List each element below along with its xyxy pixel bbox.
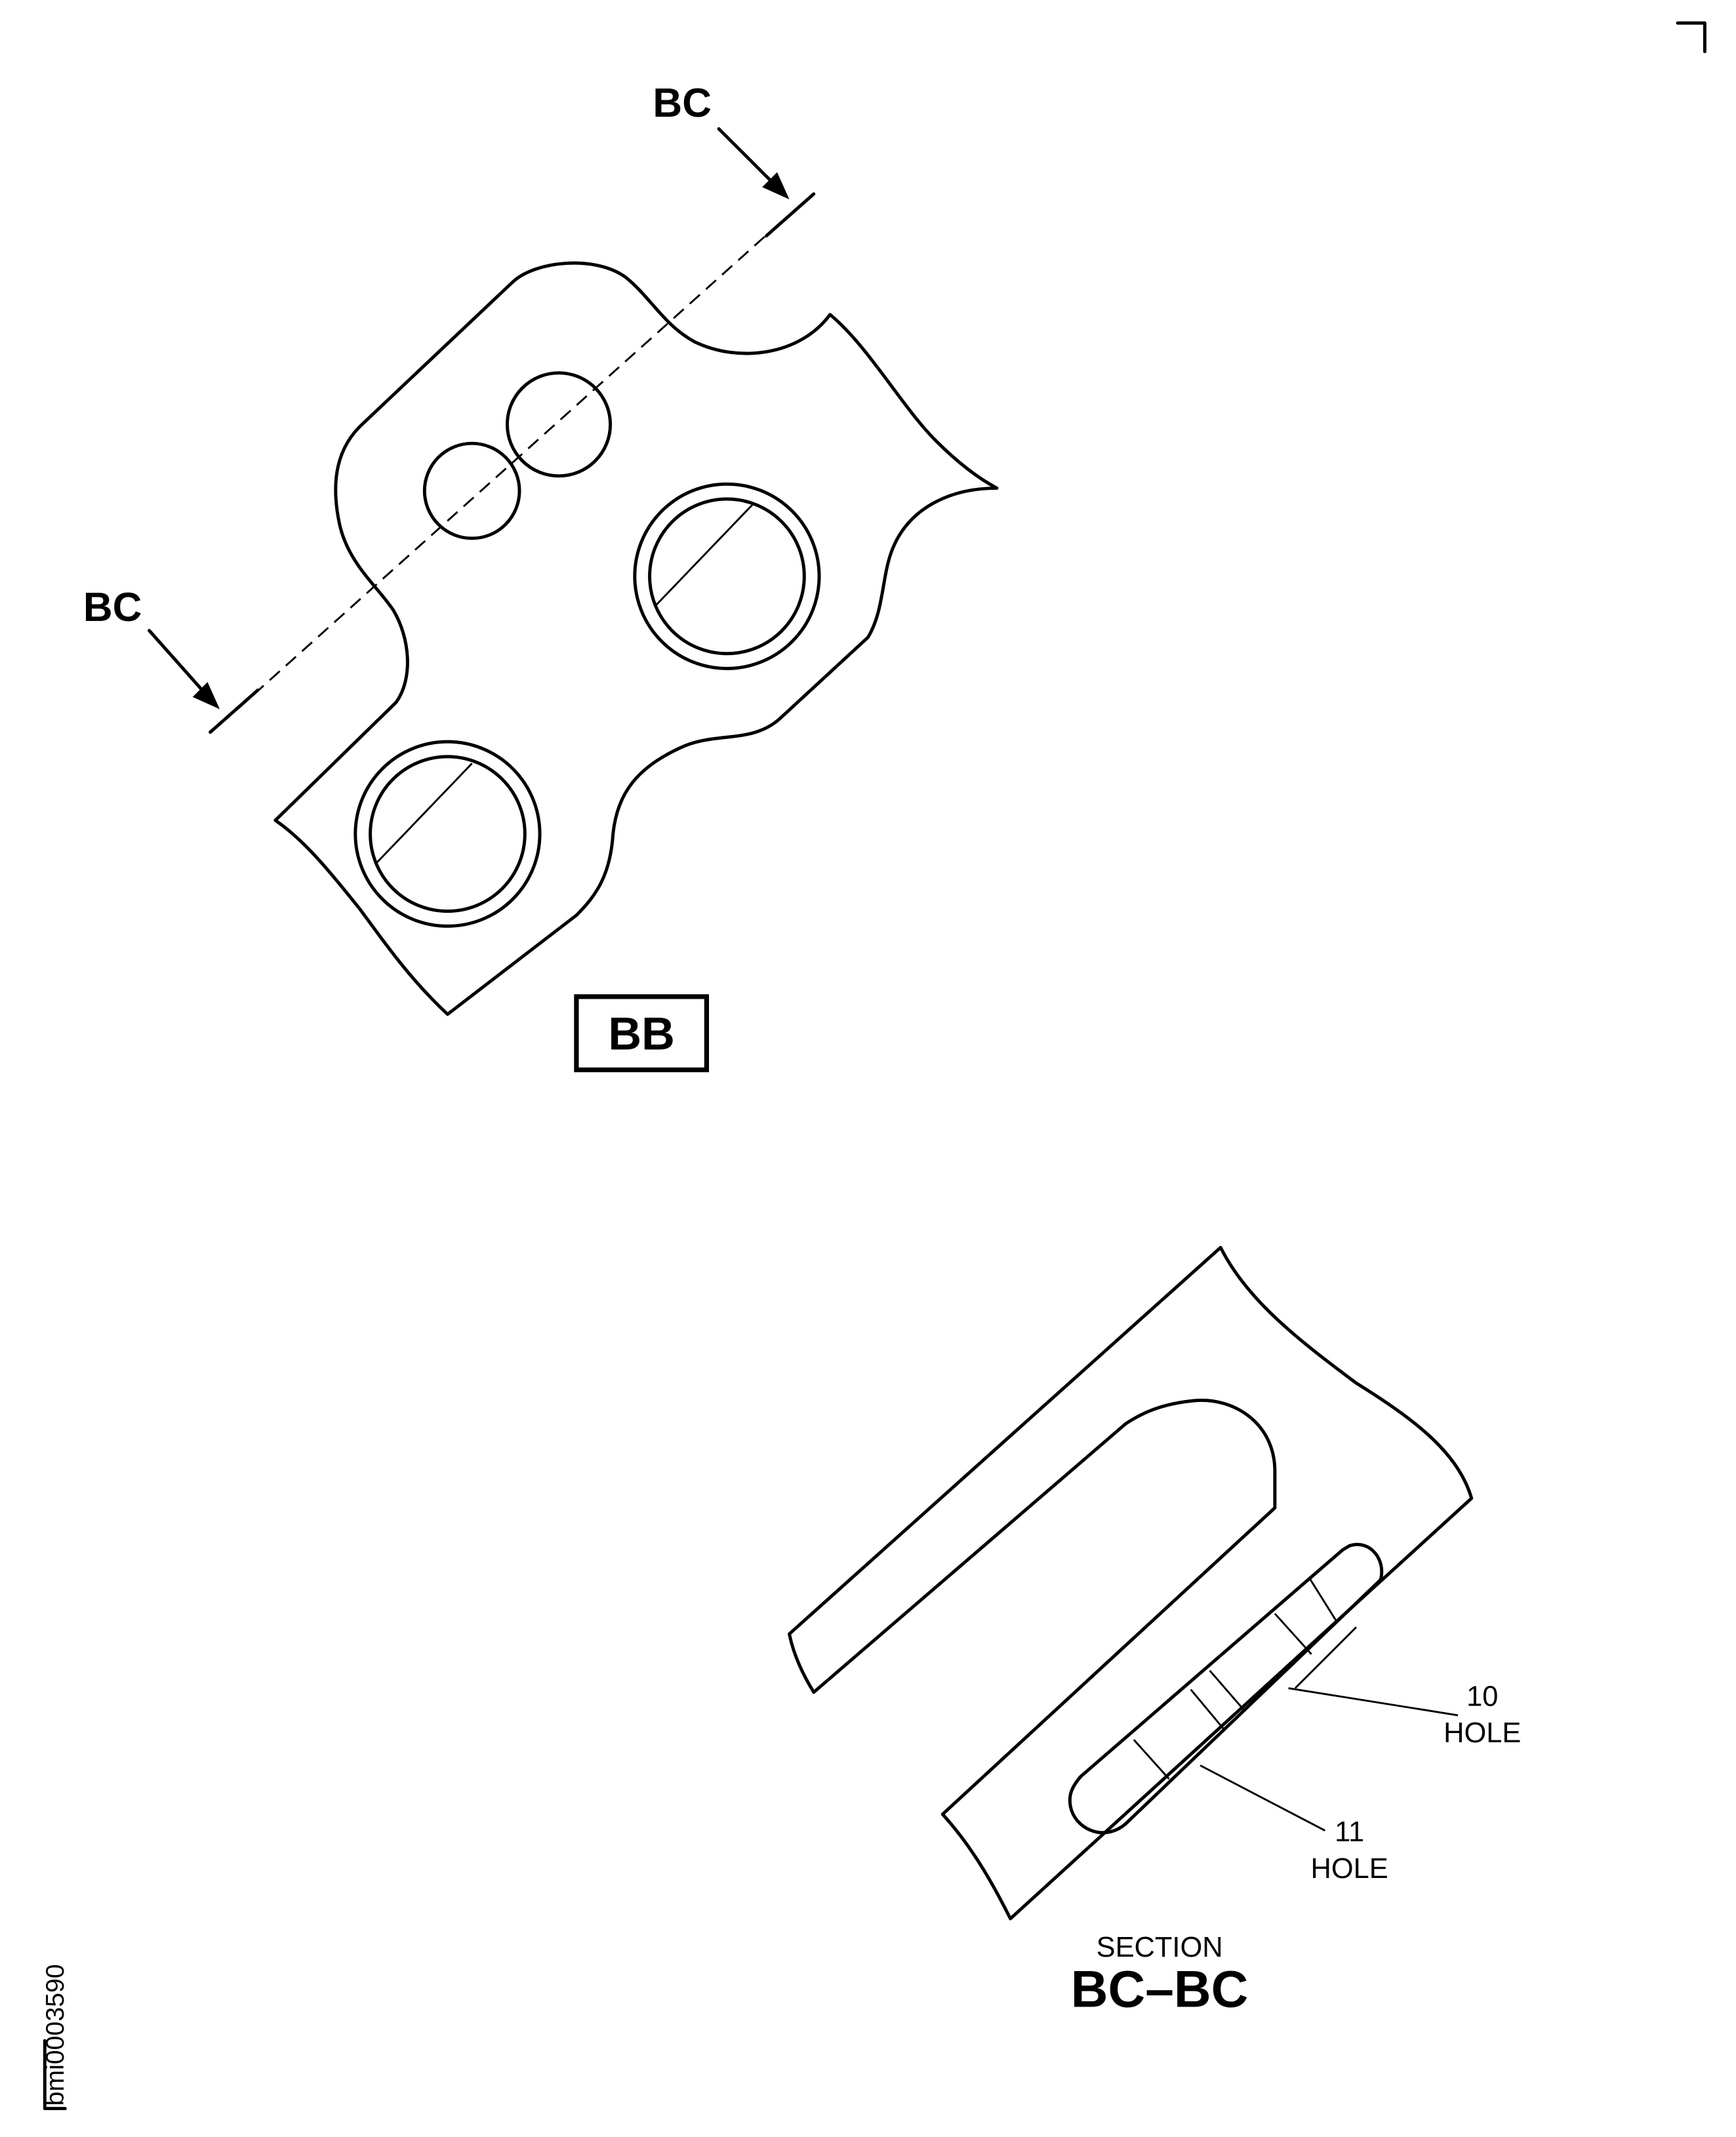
- view-label-box: [574, 994, 710, 1073]
- callout-10-number: 10: [1466, 1681, 1498, 1712]
- view-label: BB: [608, 1008, 675, 1060]
- bushing-lower: [353, 740, 542, 928]
- section-caption-large: BC–BC: [1071, 1960, 1249, 2018]
- section-cut-line: [236, 216, 788, 710]
- small-hole-left: [422, 441, 521, 540]
- section-marker-bottom: BC: [83, 585, 142, 630]
- arrow-top: [717, 127, 790, 199]
- part-outline: [273, 261, 999, 1016]
- upper-arm-outline: [788, 1245, 1474, 1921]
- callout-11-number: 11: [1335, 1816, 1364, 1848]
- leader-10: [1288, 1687, 1459, 1717]
- figure-id: bmi0003590: [41, 1964, 70, 2111]
- hole-slot: [1068, 1543, 1384, 1835]
- small-hole-right: [505, 371, 613, 478]
- view-bb: BC BC BB: [83, 81, 999, 1073]
- crop-mark: [1676, 21, 1706, 54]
- section-marker-top: BC: [653, 81, 712, 126]
- callout-11-text: HOLE: [1311, 1853, 1388, 1885]
- leader-11: [1200, 1765, 1326, 1831]
- figure-id-text: bmi0003590: [41, 1964, 70, 2106]
- section-caption-small: SECTION: [1097, 1932, 1223, 1963]
- cut-end-top: [764, 192, 816, 238]
- bushing-upper: [633, 482, 821, 670]
- callout-10-text: HOLE: [1443, 1717, 1521, 1749]
- arrow-bottom: [148, 629, 220, 709]
- cut-end-bottom: [209, 689, 260, 734]
- section-bc: 10 HOLE 11 HOLE SECTION BC–BC: [788, 1245, 1521, 2018]
